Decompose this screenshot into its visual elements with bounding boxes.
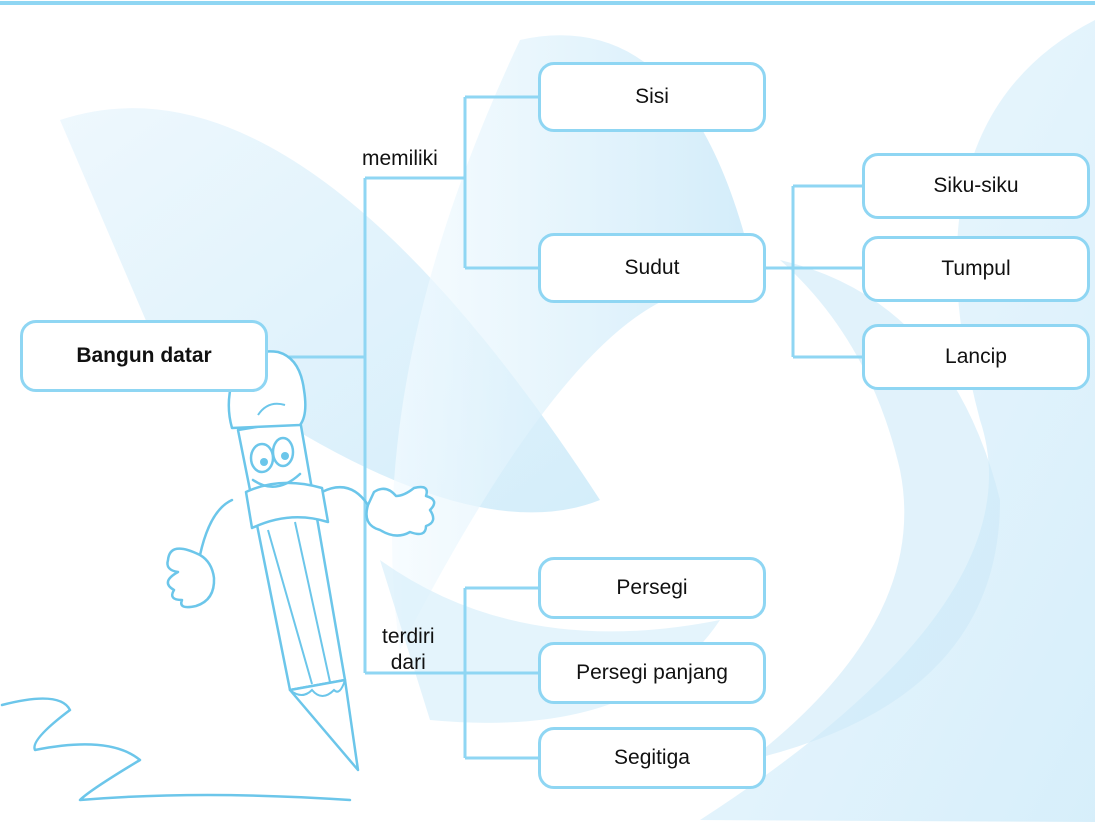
edge-label-text: terdiri (382, 625, 435, 648)
node-sudut: Sudut (538, 233, 766, 303)
node-siku-siku: Siku-siku (862, 153, 1090, 219)
edge-label-text: dari (390, 651, 426, 675)
node-label: Siku-siku (933, 174, 1019, 197)
node-tumpul: Tumpul (862, 236, 1090, 302)
root-node-bangun-datar: Bangun datar (20, 320, 268, 392)
node-sisi: Sisi (538, 62, 766, 132)
edge-label-text: memiliki (362, 147, 438, 170)
node-label: Tumpul (941, 257, 1011, 280)
node-label: Persegi (616, 576, 688, 599)
node-label: Lancip (945, 345, 1007, 368)
node-segitiga: Segitiga (538, 727, 766, 789)
node-label: Persegi panjang (576, 661, 728, 684)
node-persegi: Persegi (538, 557, 766, 619)
node-lancip: Lancip (862, 324, 1090, 390)
background-swirl (392, 35, 760, 650)
node-label: Segitiga (614, 746, 690, 769)
node-label: Sudut (624, 256, 680, 279)
root-node-label: Bangun datar (76, 344, 212, 367)
background-swirl (700, 20, 1095, 822)
node-label: Sisi (635, 85, 669, 108)
scribble-line (0, 697, 352, 802)
node-persegi-panjang: Persegi panjang (538, 642, 766, 704)
edge-label-terdiri-dari: terdiri dari (382, 624, 435, 677)
edge-label-memiliki: memiliki (362, 146, 438, 172)
